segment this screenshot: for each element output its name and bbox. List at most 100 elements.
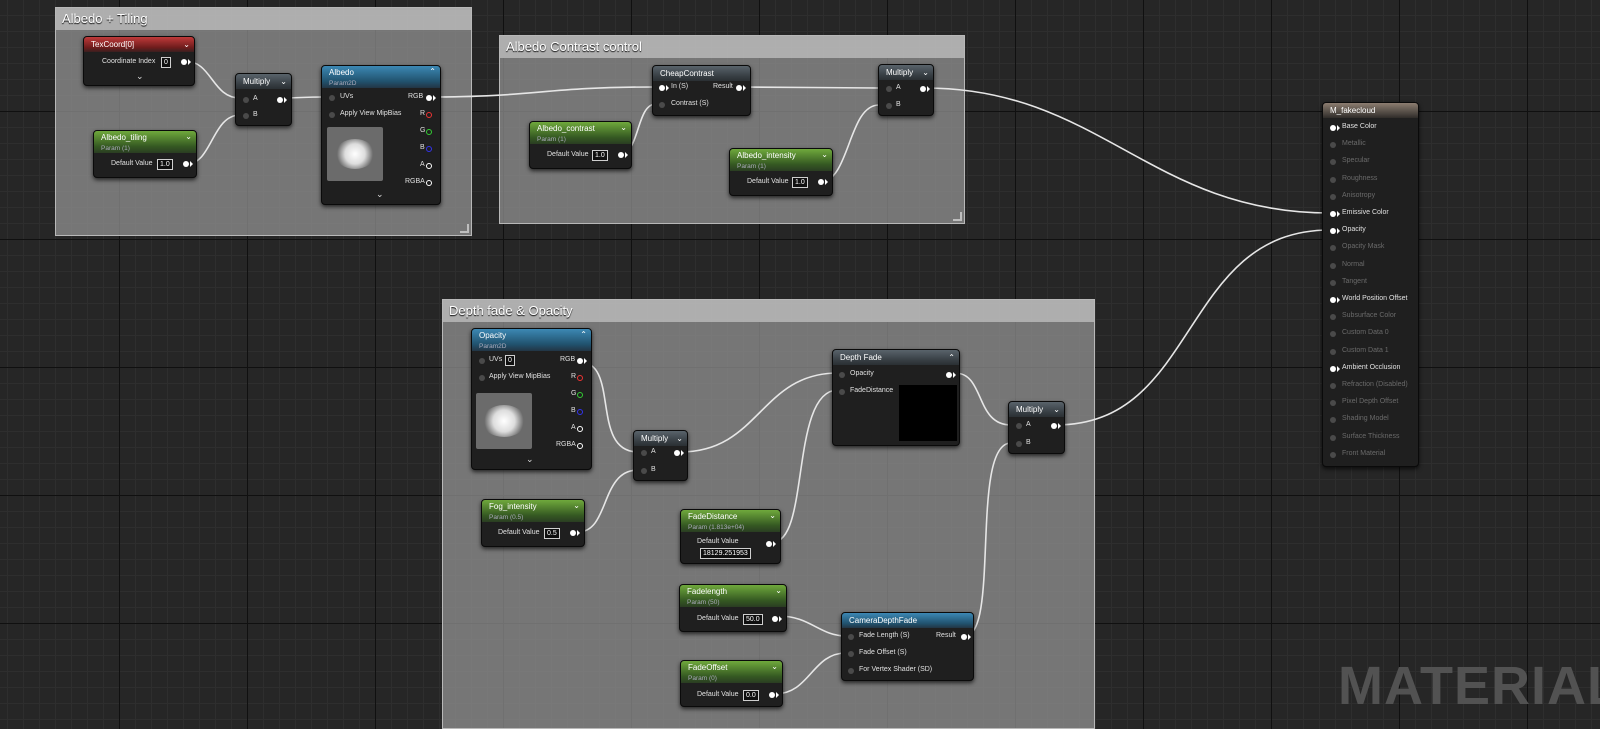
default-value-field[interactable]: 1.0 xyxy=(157,159,173,170)
result-input-pin[interactable] xyxy=(1330,348,1336,355)
input-pin-fade-length[interactable] xyxy=(848,634,854,640)
result-input-pin[interactable] xyxy=(1330,125,1336,131)
input-pin-fade-offset[interactable] xyxy=(848,651,854,657)
result-input-pin[interactable] xyxy=(1330,211,1336,217)
output-pin-r[interactable] xyxy=(426,112,432,118)
albedo-texture-node[interactable]: Albedo Param2D ⌃ UVs Apply View MipBias … xyxy=(321,65,441,205)
output-pin-result[interactable] xyxy=(736,85,742,91)
output-pin-result[interactable] xyxy=(961,634,967,640)
output-pin[interactable] xyxy=(772,616,778,622)
result-input-pin[interactable] xyxy=(1330,434,1336,441)
input-pin-mipbias[interactable] xyxy=(479,375,485,381)
input-pin-a[interactable] xyxy=(641,450,647,456)
node-header[interactable]: FadeDistance Param (1.813e+04) ⌄ xyxy=(681,510,780,532)
node-header[interactable]: Albedo_tiling Param (1) ⌄ xyxy=(94,131,196,153)
node-header[interactable]: Albedo Param2D ⌃ xyxy=(322,66,440,88)
resize-handle[interactable] xyxy=(953,212,962,221)
node-header[interactable]: Depth Fade ⌃ xyxy=(833,350,959,365)
result-input-pin[interactable] xyxy=(1330,314,1336,321)
input-pin-b[interactable] xyxy=(886,103,892,109)
result-input-pin[interactable] xyxy=(1330,193,1336,200)
output-pin-g[interactable] xyxy=(577,392,583,398)
output-pin[interactable] xyxy=(769,692,775,698)
input-pin-contrast[interactable] xyxy=(659,102,665,108)
resize-handle[interactable] xyxy=(460,224,469,233)
fadeoffset-param-node[interactable]: FadeOffset Param (0) ⌄ Default Value 0.0 xyxy=(680,660,783,707)
expand-chevron-icon[interactable]: ⌄ xyxy=(376,189,384,199)
input-pin-opacity[interactable] xyxy=(839,372,845,378)
output-pin-a[interactable] xyxy=(577,426,583,432)
albedo-intensity-param-node[interactable]: Albedo_intensity Param (1) ⌄ Default Val… xyxy=(729,148,833,196)
node-header[interactable]: TexCoord[0] ⌄ xyxy=(84,37,194,52)
node-header[interactable]: Albedo_contrast Param (1) ⌄ xyxy=(530,122,631,144)
chevron-down-icon[interactable]: ⌄ xyxy=(821,150,828,159)
output-pin[interactable] xyxy=(1051,423,1057,429)
albedo-tiling-param-node[interactable]: Albedo_tiling Param (1) ⌄ Default Value … xyxy=(93,130,197,178)
default-value-field[interactable]: 1.0 xyxy=(792,177,808,188)
node-header[interactable]: Multiply ⌄ xyxy=(1009,402,1064,417)
result-input-pin[interactable] xyxy=(1330,365,1336,372)
output-pin[interactable] xyxy=(183,161,189,167)
output-pin-rgb[interactable] xyxy=(577,358,583,364)
uvs-value-field[interactable]: 0 xyxy=(505,355,515,366)
input-pin-a[interactable] xyxy=(886,86,892,92)
texcoord-node[interactable]: TexCoord[0] ⌄ Coordinate Index 0 ⌄ xyxy=(83,36,195,86)
opacity-texture-node[interactable]: Opacity Param2D ⌃ UVs 0 Apply View MipBi… xyxy=(471,328,592,470)
default-value-field[interactable]: 0.0 xyxy=(743,690,759,701)
output-pin[interactable] xyxy=(818,179,824,185)
node-header[interactable]: M_fakecloud xyxy=(1323,103,1418,118)
input-pin-b[interactable] xyxy=(1016,441,1022,447)
node-header[interactable]: Opacity Param2D ⌃ xyxy=(472,329,591,351)
output-pin[interactable] xyxy=(946,372,952,378)
result-input-pin[interactable] xyxy=(1330,331,1336,338)
input-pin-mipbias[interactable] xyxy=(329,112,335,118)
default-value-field[interactable]: 18129.251953 xyxy=(700,548,751,559)
coordinate-index-value[interactable]: 0 xyxy=(161,57,171,68)
input-pin-a[interactable] xyxy=(1016,423,1022,429)
multiply-node[interactable]: Multiply ⌄ A B xyxy=(633,430,688,481)
output-pin-rgba[interactable] xyxy=(577,443,583,449)
result-input-pin[interactable] xyxy=(1330,297,1336,303)
chevron-down-icon[interactable]: ⌄ xyxy=(922,68,929,77)
chevron-down-icon[interactable]: ⌄ xyxy=(775,586,782,595)
output-pin[interactable] xyxy=(181,59,187,65)
multiply-node[interactable]: Multiply ⌄ A B xyxy=(878,64,934,116)
input-pin-b[interactable] xyxy=(243,113,249,119)
result-input-pin[interactable] xyxy=(1330,279,1336,286)
input-pin-fadedistance[interactable] xyxy=(839,389,845,395)
node-header[interactable]: Fog_intensity Param (0.5) ⌄ xyxy=(482,500,584,522)
default-value-field[interactable]: 50.0 xyxy=(743,614,763,625)
output-pin[interactable] xyxy=(618,152,624,158)
result-input-pin[interactable] xyxy=(1330,176,1336,183)
input-pin-in[interactable] xyxy=(659,85,665,91)
input-pin-a[interactable] xyxy=(243,97,249,103)
chevron-up-icon[interactable]: ⌃ xyxy=(429,67,436,76)
chevron-down-icon[interactable]: ⌄ xyxy=(771,662,778,671)
result-input-pin[interactable] xyxy=(1330,142,1336,149)
output-pin[interactable] xyxy=(920,86,926,92)
input-pin-b[interactable] xyxy=(641,468,647,474)
output-pin-g[interactable] xyxy=(426,129,432,135)
chevron-up-icon[interactable]: ⌃ xyxy=(948,353,955,362)
output-pin-b[interactable] xyxy=(577,409,583,415)
node-header[interactable]: Albedo_intensity Param (1) ⌄ xyxy=(730,149,832,171)
chevron-down-icon[interactable]: ⌄ xyxy=(620,123,627,132)
node-header[interactable]: CameraDepthFade xyxy=(842,613,973,628)
default-value-field[interactable]: 1.0 xyxy=(592,150,608,161)
cameradepthfade-node[interactable]: CameraDepthFade Fade Length (S) Fade Off… xyxy=(841,612,974,681)
node-header[interactable]: Multiply ⌄ xyxy=(634,431,687,446)
cheapcontrast-node[interactable]: CheapContrast In (S) Contrast (S) Result xyxy=(652,65,751,116)
multiply-node[interactable]: Multiply ⌄ A B xyxy=(235,73,292,126)
result-input-pin[interactable] xyxy=(1330,383,1336,389)
result-input-pin[interactable] xyxy=(1330,451,1336,458)
result-input-pin[interactable] xyxy=(1330,245,1336,252)
node-header[interactable]: FadeOffset Param (0) ⌄ xyxy=(681,661,782,683)
output-pin[interactable] xyxy=(277,97,283,103)
chevron-down-icon[interactable]: ⌄ xyxy=(1053,405,1060,414)
default-value-field[interactable]: 0.5 xyxy=(544,528,560,539)
node-header[interactable]: Fadelength Param (50) ⌄ xyxy=(680,585,786,607)
chevron-down-icon[interactable]: ⌄ xyxy=(573,501,580,510)
expand-chevron-icon[interactable]: ⌄ xyxy=(136,71,144,81)
fadedistance-param-node[interactable]: FadeDistance Param (1.813e+04) ⌄ Default… xyxy=(680,509,781,564)
